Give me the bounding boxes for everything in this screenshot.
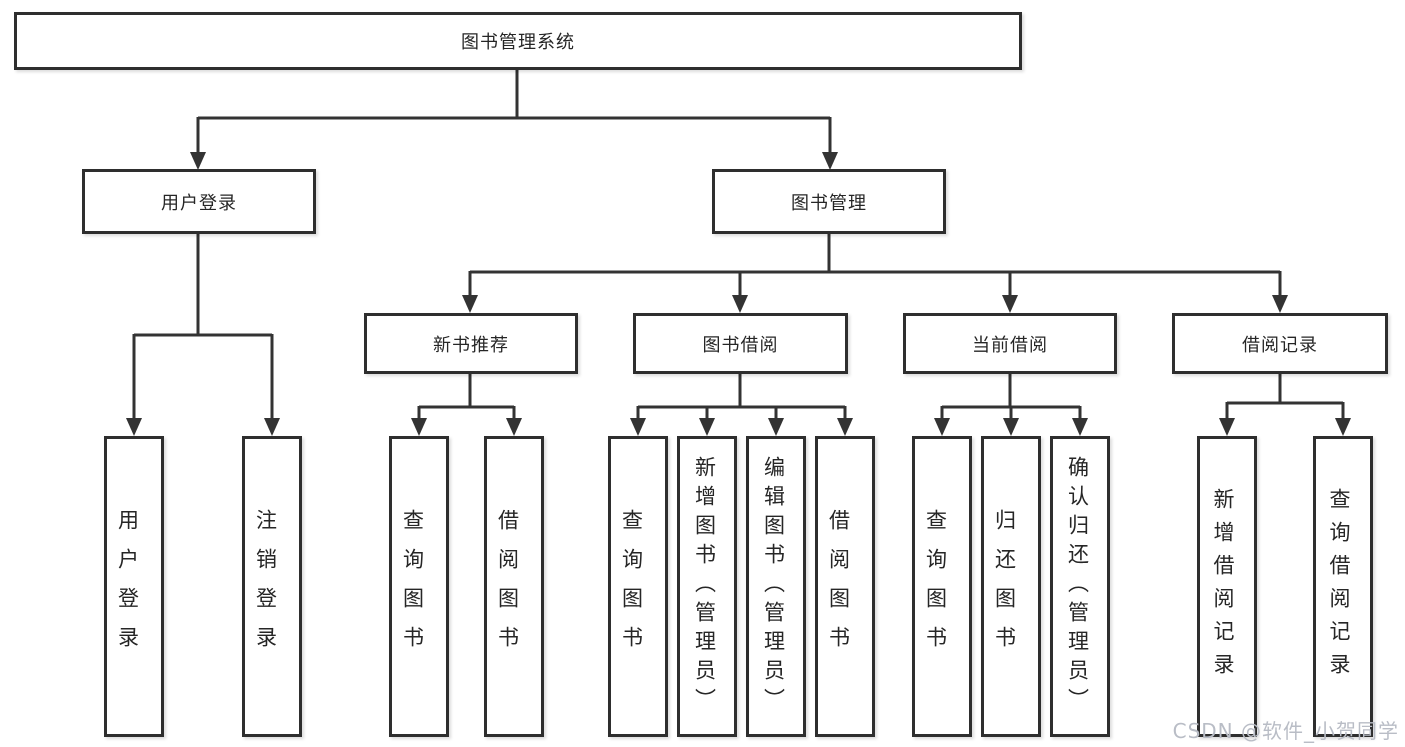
leaf-recommend-borrow-books: 借阅图书 [484,436,544,737]
node-current-borrow: 当前借阅 [903,313,1117,374]
leaf-borrow-books: 借阅图书 [815,436,875,737]
leaf-borrow-query-books: 查询图书 [608,436,668,737]
leaf-confirm-return-admin: 确认归还（管理员） [1050,436,1110,737]
leaf-current-query-books: 查询图书 [912,436,972,737]
leaf-add-books-admin: 新增图书（管理员） [677,436,737,737]
leaf-recommend-query-books: 查询图书 [389,436,449,737]
node-book-management-branch: 图书管理 [712,169,946,234]
node-user-login-branch: 用户登录 [82,169,316,234]
leaf-edit-books-admin: 编辑图书（管理员） [746,436,806,737]
node-new-book-recommend: 新书推荐 [364,313,578,374]
leaf-user-login: 用户登录 [104,436,164,737]
node-system-root: 图书管理系统 [14,12,1022,70]
csdn-watermark: CSDN @软件_小贺同学 [1172,719,1399,743]
leaf-add-borrow-record: 新增借阅记录 [1197,436,1257,737]
node-book-borrow: 图书借阅 [633,313,848,374]
node-borrow-records: 借阅记录 [1172,313,1388,374]
leaf-return-books: 归还图书 [981,436,1041,737]
leaf-query-borrow-record: 查询借阅记录 [1313,436,1373,737]
leaf-logout: 注销登录 [242,436,302,737]
